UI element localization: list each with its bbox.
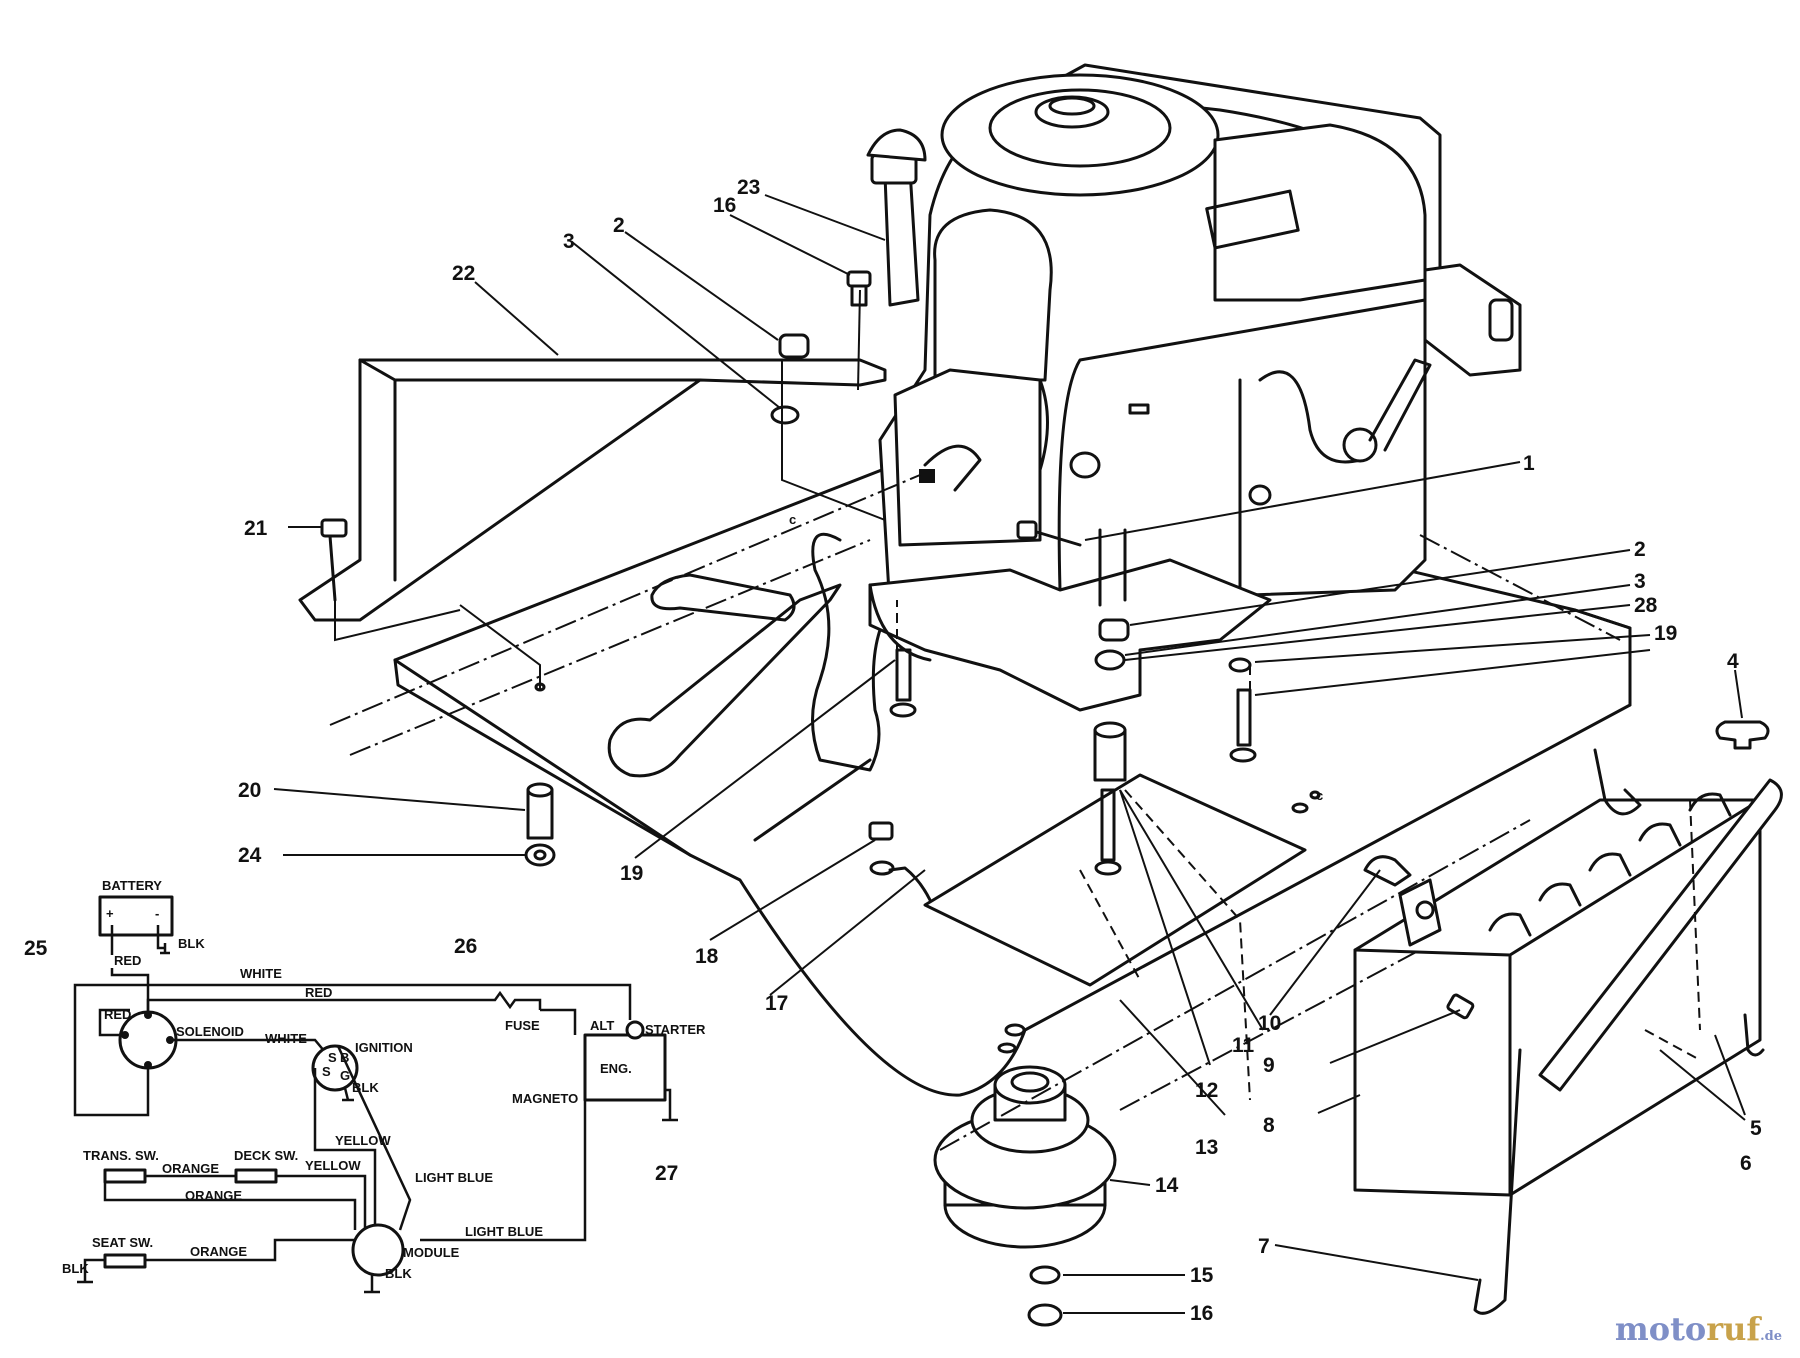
- plate-letter-c2: c: [1316, 788, 1323, 803]
- ignition-label: IGNITION: [355, 1040, 413, 1055]
- trans-switch-symbol: [103, 1168, 147, 1184]
- callout-leaders: [273, 194, 1746, 1314]
- battery-plus: +: [106, 906, 114, 921]
- callout-28: 28: [1634, 594, 1658, 617]
- callout-21: 21: [244, 517, 268, 540]
- fuse-label: FUSE: [505, 1018, 540, 1033]
- callout-6: 6: [1740, 1152, 1752, 1175]
- battery-minus: -: [155, 906, 159, 921]
- battery-blk-label: BLK: [178, 936, 205, 951]
- module-symbol: [351, 1223, 405, 1277]
- callout-9: 9: [1263, 1054, 1275, 1077]
- alt-label: ALT: [590, 1018, 614, 1033]
- callout-15: 15: [1190, 1264, 1214, 1287]
- callout-16-bottom: 16: [1190, 1302, 1213, 1325]
- wiring-diagram: BATTERY + - BLK RED SOLENOID RED WHITE R…: [62, 878, 706, 1294]
- callout-19-right: 19: [1654, 622, 1677, 645]
- starter-label: STARTER: [645, 1022, 706, 1037]
- callout-10: 10: [1258, 1012, 1281, 1035]
- light-blue-label-2: LIGHT BLUE: [465, 1224, 543, 1239]
- plate-letter-c: c: [789, 512, 796, 527]
- seat-switch-symbol: [103, 1253, 147, 1269]
- callout-11: 11: [1232, 1034, 1255, 1057]
- callout-2-right: 2: [1634, 538, 1646, 561]
- callout-3-left: 3: [563, 230, 575, 253]
- battery-red-label: RED: [114, 953, 141, 968]
- engine: [866, 63, 1522, 712]
- yellow-label-2: YELLOW: [305, 1158, 361, 1173]
- trans-switch-label: TRANS. SW.: [83, 1148, 159, 1163]
- engine-mounting-plate: c c: [393, 453, 1632, 1097]
- ignition-term-s2: S: [322, 1064, 331, 1079]
- white-ignition-label: WHITE: [265, 1031, 307, 1046]
- battery-label: BATTERY: [102, 878, 162, 893]
- brace-bracket: [298, 358, 887, 622]
- seat-blk-label: BLK: [62, 1261, 89, 1276]
- drive-pulley: [933, 1065, 1117, 1249]
- orange-label-2: ORANGE: [185, 1188, 242, 1203]
- callout-2-left: 2: [613, 214, 625, 237]
- callout-12: 12: [1195, 1079, 1218, 1102]
- callout-23: 23: [737, 176, 760, 199]
- callout-4: 4: [1727, 650, 1739, 673]
- callout-26: 26: [454, 935, 477, 958]
- orange-label-1: ORANGE: [162, 1161, 219, 1176]
- module-blk-label: BLK: [385, 1266, 412, 1281]
- callout-22: 22: [452, 262, 475, 285]
- ignition-switch-symbol: [311, 1044, 359, 1092]
- callout-3-right: 3: [1634, 570, 1646, 593]
- white-top-label: WHITE: [240, 966, 282, 981]
- engine-label: ENG.: [600, 1061, 632, 1076]
- deck-switch-symbol: [234, 1168, 278, 1184]
- leader-lines: [329, 289, 1701, 1151]
- callout-24: 24: [238, 844, 262, 867]
- callout-numbers: 1 2 3 28 19 4 5 6 7 8 9 10 11 12 13 14 1…: [24, 176, 1762, 1325]
- engine-symbol: [583, 1033, 667, 1102]
- callout-18: 18: [695, 945, 719, 968]
- yellow-label-1: YELLOW: [335, 1133, 391, 1148]
- orange-label-3: ORANGE: [190, 1244, 247, 1259]
- hardware: [320, 270, 1770, 1327]
- callout-7: 7: [1258, 1235, 1270, 1258]
- callout-16-top: 16: [713, 194, 736, 217]
- callout-1: 1: [1523, 452, 1535, 475]
- red-top-label: RED: [305, 985, 332, 1000]
- watermark-logo: motoruf.de: [1614, 1310, 1782, 1348]
- ignition-term-g: G: [340, 1068, 350, 1083]
- light-blue-label-1: LIGHT BLUE: [415, 1170, 493, 1185]
- callout-25: 25: [24, 937, 48, 960]
- deck-switch-label: DECK SW.: [234, 1148, 298, 1163]
- solenoid-label: SOLENOID: [176, 1024, 244, 1039]
- seat-switch-label: SEAT SW.: [92, 1235, 153, 1250]
- module-label: MODULE: [403, 1245, 460, 1260]
- callout-8: 8: [1263, 1114, 1275, 1137]
- battery: [1353, 748, 1783, 1315]
- callout-19-left: 19: [620, 862, 643, 885]
- callout-27: 27: [655, 1162, 678, 1185]
- magneto-label: MAGNETO: [512, 1091, 578, 1106]
- ignition-term-s1: S: [328, 1050, 337, 1065]
- callout-13: 13: [1195, 1136, 1218, 1159]
- callout-20: 20: [238, 779, 261, 802]
- callout-14: 14: [1155, 1174, 1179, 1197]
- callout-5: 5: [1750, 1117, 1762, 1140]
- callout-17: 17: [765, 992, 788, 1015]
